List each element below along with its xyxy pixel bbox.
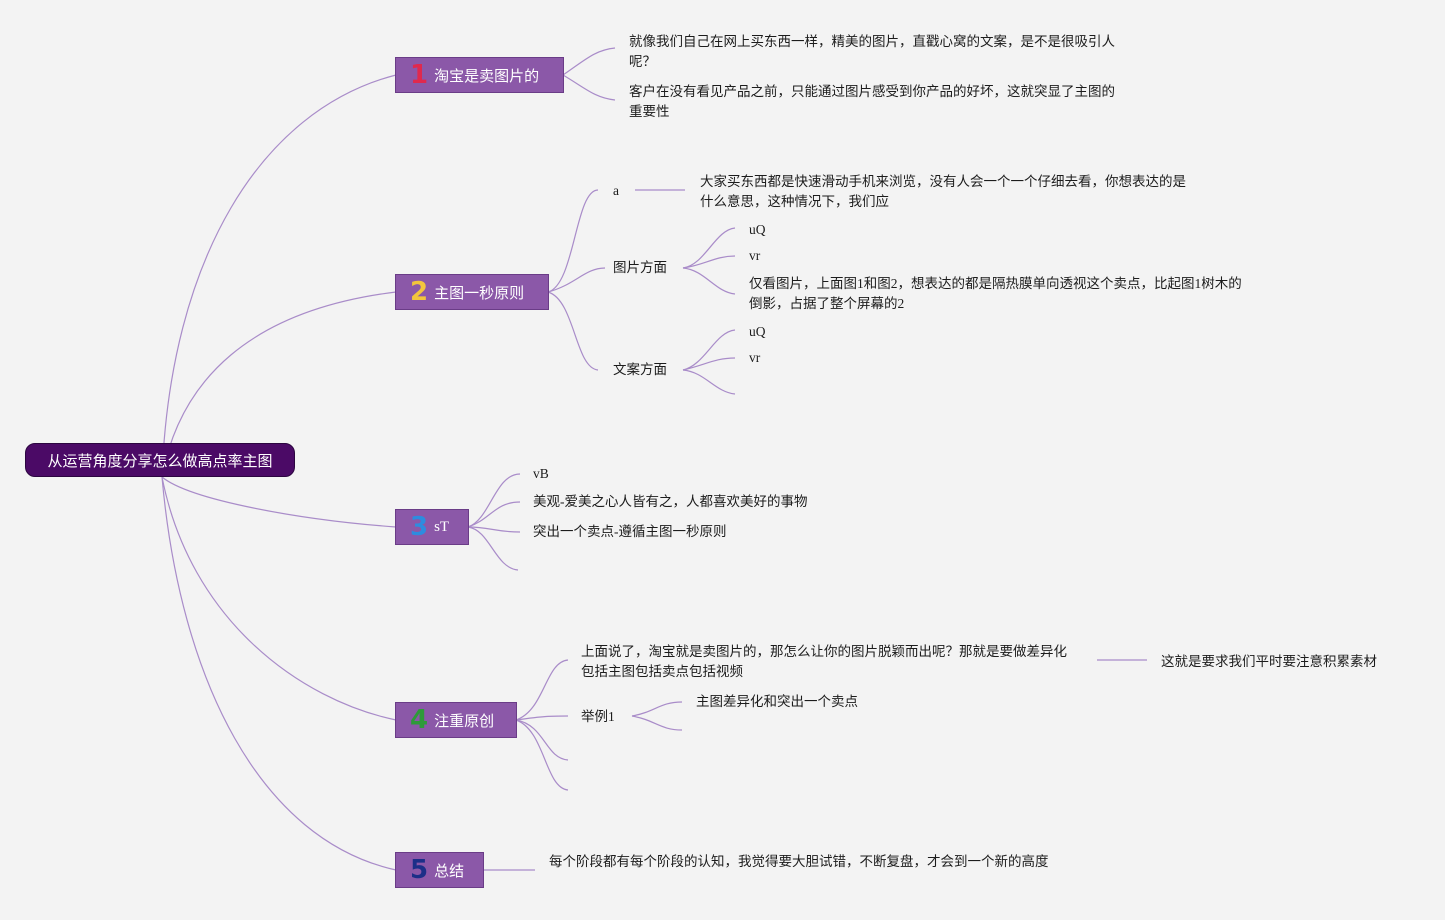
branch-2-copy-item-1[interactable]: uQ: [749, 324, 766, 339]
number-2-icon: 2: [410, 277, 429, 307]
branch-3-item-2[interactable]: 美观-爱美之心人皆有之，人都喜欢美好的事物: [533, 494, 808, 509]
branch-2-label: 主图一秒原则: [434, 283, 525, 302]
branch-2-a-note[interactable]: 大家买东西都是快速滑动手机来浏览，没有人会一个一个仔细去看，你想表达的是什么意思…: [700, 174, 1186, 209]
branch-1-note-2[interactable]: 客户在没有看见产品之前，只能通过图片感受到你产品的好坏，这就突显了主图的重要性: [629, 84, 1115, 119]
branch-1-note-1[interactable]: 就像我们自己在网上买东西一样，精美的图片，直戳心窝的文案，是不是很吸引人呢？: [629, 34, 1115, 69]
branch-1[interactable]: 1 淘宝是卖图片的: [395, 57, 564, 93]
branch-4-example-child[interactable]: 主图差异化和突出一个卖点: [696, 694, 858, 709]
branch-2[interactable]: 2 主图一秒原则: [395, 274, 549, 310]
branch-4-note[interactable]: 上面说了，淘宝就是卖图片的，那怎么让你的图片脱颖而出呢？那就是要做差异化 包括主…: [581, 644, 1067, 679]
branch-2-pic-item-3[interactable]: 仅看图片，上面图1和图2，想表达的都是隔热膜单向透视这个卖点，比起图1树木的倒影…: [749, 276, 1242, 311]
branch-3-label: sT: [434, 518, 450, 535]
branch-3[interactable]: 3 sT: [395, 509, 469, 545]
root-topic[interactable]: 从运营角度分享怎么做高点率主图: [25, 443, 295, 477]
root-topic-label: 从运营角度分享怎么做高点率主图: [47, 451, 273, 470]
branch-1-label: 淘宝是卖图片的: [434, 66, 540, 85]
number-1-icon: 1: [410, 60, 429, 90]
branch-2-copy-item-2[interactable]: vr: [749, 350, 761, 365]
branch-2-pic-item-2[interactable]: vr: [749, 248, 761, 263]
branch-5-note[interactable]: 每个阶段都有每个阶段的认知，我觉得要大胆试错，不断复盘，才会到一个新的高度: [549, 854, 1049, 869]
branch-2-copy-label[interactable]: 文案方面: [613, 362, 667, 377]
branch-5[interactable]: 5 总结: [395, 852, 484, 888]
branch-2-a-label[interactable]: a: [613, 183, 619, 198]
branch-4[interactable]: 4 注重原创: [395, 702, 517, 738]
branch-5-label: 总结: [434, 861, 465, 880]
number-5-icon: 5: [410, 855, 429, 885]
branch-3-item-3[interactable]: 突出一个卖点-遵循主图一秒原则: [533, 524, 727, 539]
branch-4-note-child[interactable]: 这就是要求我们平时要注意积累素材: [1161, 654, 1377, 669]
branch-2-pic-item-1[interactable]: uQ: [749, 222, 766, 237]
branch-2-pic-label[interactable]: 图片方面: [613, 260, 667, 275]
number-3-icon: 3: [410, 512, 429, 542]
branch-4-label: 注重原创: [434, 711, 495, 730]
number-4-icon: 4: [410, 705, 429, 735]
branch-4-example-label[interactable]: 举例1: [581, 709, 615, 724]
branch-3-item-1[interactable]: vB: [533, 466, 549, 481]
